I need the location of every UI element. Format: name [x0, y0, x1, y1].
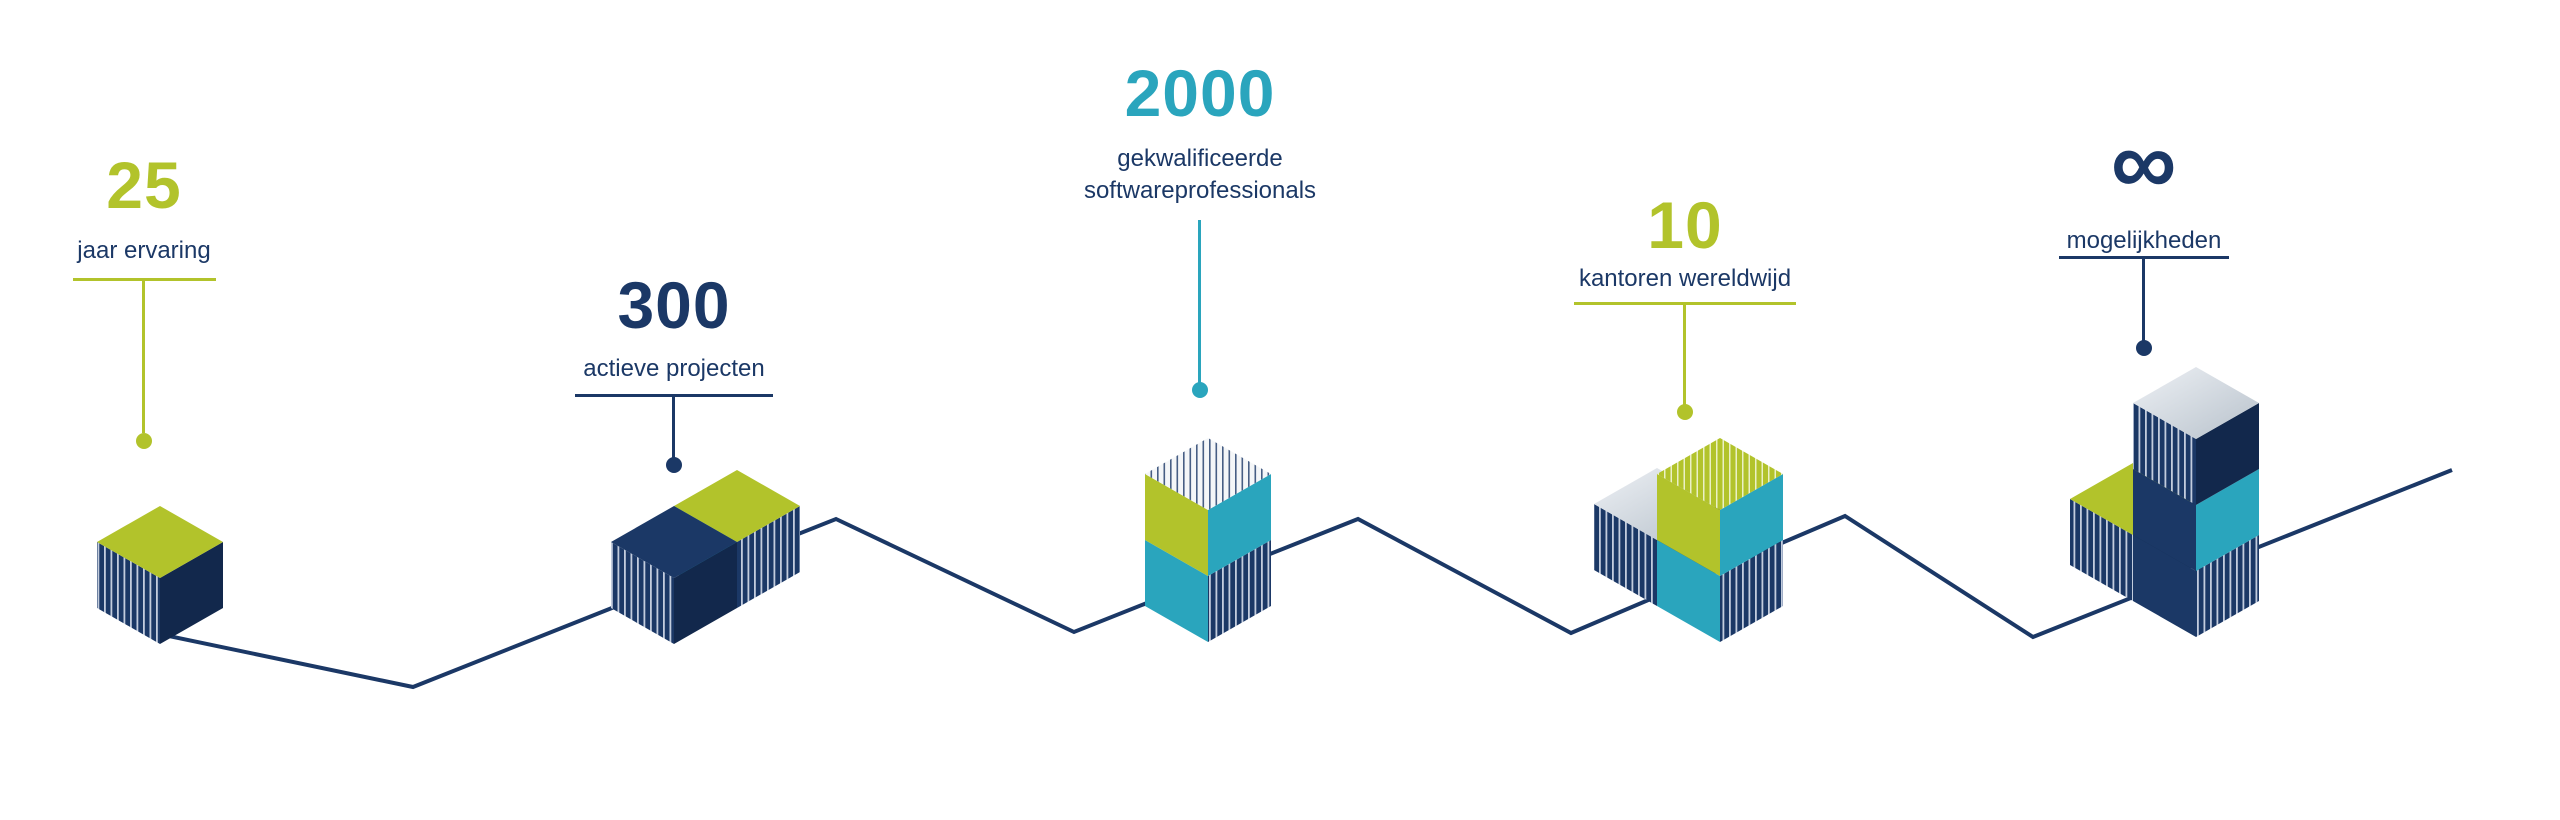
- cube-face-right: [674, 542, 737, 644]
- stat-value-kantoren-wereldwijd: 10: [1647, 188, 1723, 262]
- stat-connector-dot-kantoren-wereldwijd: [1677, 404, 1693, 420]
- cube-face-right: [1208, 474, 1271, 576]
- cube-face-left: [2070, 499, 2133, 601]
- iso-cube: [2133, 367, 2259, 505]
- cube-face-right: [160, 542, 223, 644]
- stat-connector-dot-actieve-projecten: [666, 457, 682, 473]
- cube-face-left: [1145, 540, 1208, 642]
- cube-face-top: [1657, 438, 1783, 510]
- stat-connector-dot-jaar-ervaring: [136, 433, 152, 449]
- stat-value-softwareprofessionals: 2000: [1124, 56, 1276, 130]
- stat-connector-dot-mogelijkheden: [2136, 340, 2152, 356]
- stat-value-actieve-projecten: 300: [617, 268, 731, 342]
- cube-face-left: [2133, 469, 2196, 571]
- stat-label-softwareprofessionals-line1: gekwalificeerde: [1117, 145, 1283, 172]
- cube-face-left: [97, 542, 160, 644]
- cube-face-right: [2196, 403, 2259, 505]
- iso-cube: [611, 506, 737, 644]
- iso-cube: [1657, 438, 1783, 576]
- iso-cube: [2133, 535, 2259, 637]
- stat-label-softwareprofessionals-line2: softwareprofessionals: [1083, 177, 1317, 204]
- cube-face-top: [97, 506, 223, 578]
- stat-underline-jaar-ervaring: [73, 278, 216, 281]
- cube-illustration-jaar-ervaring: [97, 506, 223, 644]
- cube-illustration-kantoren-wereldwijd: [1594, 438, 1783, 642]
- iso-cube: [1145, 540, 1271, 642]
- iso-cube: [1657, 540, 1783, 642]
- cube-face-right: [2196, 469, 2259, 571]
- stat-underline-actieve-projecten: [575, 394, 773, 397]
- cube-face-left: [1594, 504, 1657, 606]
- timeline-zigzag-line: [139, 468, 2453, 690]
- stat-connector-line-actieve-projecten: [672, 397, 675, 461]
- iso-cube: [2133, 469, 2259, 571]
- stat-connector-line-kantoren-wereldwijd: [1683, 305, 1686, 408]
- cube-face-right: [1720, 474, 1783, 576]
- stat-label-actieve-projecten: actieve projecten: [583, 355, 765, 382]
- stat-underline-kantoren-wereldwijd: [1574, 302, 1796, 305]
- iso-cube: [97, 506, 223, 644]
- stat-connector-line-jaar-ervaring: [142, 281, 145, 433]
- cube-face-top: [1145, 438, 1271, 510]
- stat-label-mogelijkheden: mogelijkheden: [2066, 227, 2222, 254]
- stat-label-kantoren-wereldwijd: kantoren wereldwijd: [1578, 265, 1792, 292]
- cube-face-right: [1208, 540, 1271, 642]
- cube-illustration-mogelijkheden: [2070, 367, 2259, 637]
- cube-face-left: [1145, 474, 1208, 576]
- cube-face-top: [611, 506, 737, 578]
- stat-value-jaar-ervaring: 25: [106, 148, 182, 222]
- cube-illustration-softwareprofessionals: [1145, 438, 1271, 642]
- cube-face-right: [2196, 535, 2259, 637]
- cube-face-right: [737, 506, 800, 608]
- stat-underline-mogelijkheden: [2059, 256, 2229, 259]
- stat-connector-line-softwareprofessionals: [1198, 220, 1201, 386]
- cube-face-left: [2133, 403, 2196, 505]
- cube-face-right: [1720, 540, 1783, 642]
- cube-face-top: [2133, 367, 2259, 439]
- cube-face-left: [611, 542, 674, 644]
- cube-face-left: [2133, 535, 2196, 637]
- stat-connector-dot-softwareprofessionals: [1192, 382, 1208, 398]
- stat-value-mogelijkheden: ∞: [2110, 112, 2178, 214]
- cube-illustration-actieve-projecten: [611, 470, 800, 644]
- stat-connector-line-mogelijkheden: [2142, 259, 2145, 344]
- cube-face-left: [1657, 474, 1720, 576]
- stat-label-jaar-ervaring: jaar ervaring: [77, 237, 211, 264]
- cube-face-left: [1657, 540, 1720, 642]
- iso-cube: [1145, 438, 1271, 576]
